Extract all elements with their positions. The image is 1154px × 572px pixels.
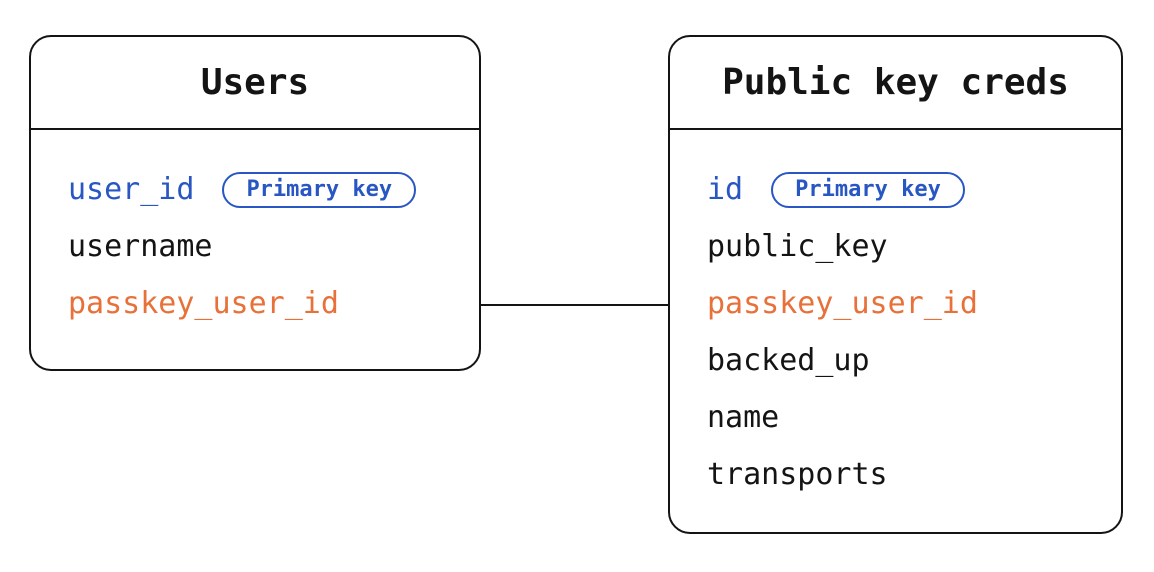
field-name-passkey-user-id: passkey_user_id [68,286,339,321]
relationship-line-passkey-user-id [480,304,669,306]
field-name-backed-up: backed_up [707,343,870,378]
table-title-users: Users [31,37,479,130]
field-row-username: username [68,218,443,275]
field-row-name: name [707,389,1085,446]
primary-key-badge: Primary key [771,171,965,208]
field-row-passkey-user-id: passkey_user_id [68,275,443,332]
field-name-username: username [68,229,213,264]
field-name-transports: transports [707,457,888,492]
field-row-passkey-user-id: passkey_user_id [707,275,1085,332]
field-row-transports: transports [707,446,1085,503]
field-row-backed-up: backed_up [707,332,1085,389]
field-name-name: name [707,400,780,435]
field-name-user-id: user_id [68,172,195,207]
field-row-user-id: user_id Primary key [68,161,443,218]
table-body-users: user_id Primary key username passkey_use… [31,130,479,332]
field-name-id: id [707,172,744,207]
field-row-public-key: public_key [707,218,1085,275]
table-card-users: Users user_id Primary key username passk… [29,35,481,371]
table-card-public-key-creds: Public key creds id Primary key public_k… [668,35,1123,534]
field-name-passkey-user-id: passkey_user_id [707,286,978,321]
table-body-public-key-creds: id Primary key public_key passkey_user_i… [670,130,1121,503]
field-name-public-key: public_key [707,229,888,264]
primary-key-badge: Primary key [222,171,417,208]
field-row-id: id Primary key [707,161,1085,218]
table-title-public-key-creds: Public key creds [670,37,1121,130]
